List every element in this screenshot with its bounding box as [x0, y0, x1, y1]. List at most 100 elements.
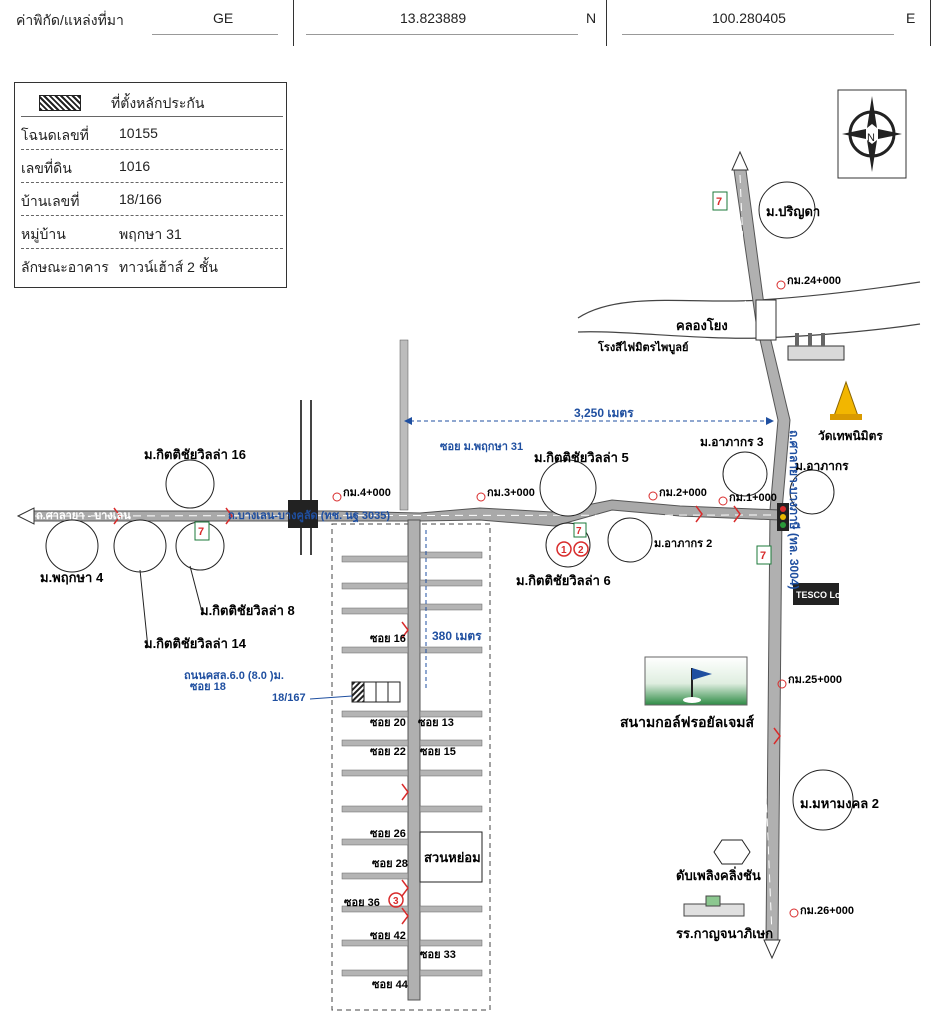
soi-entrance-label: ซอย ม.พฤกษา 31 — [440, 441, 523, 453]
village-label: ม.มหามงคล 2 — [800, 796, 879, 811]
canal-bridge — [755, 299, 777, 341]
km-marker: กม.1+000 — [729, 492, 777, 504]
km-marker-labels: กม.4+000 กม.3+000 กม.2+000 กม.1+000 กม.2… — [343, 275, 854, 917]
soi-label: ซอย 33 — [420, 949, 456, 961]
subject-house-label: 18/167 — [272, 692, 306, 704]
fire-station-icon — [713, 839, 751, 865]
legend-value: พฤกษา 31 — [119, 226, 182, 242]
temple-label: วัดเทพนิมิตร — [818, 429, 883, 443]
canal — [577, 281, 921, 339]
seven-eleven-icon: 7 — [756, 545, 772, 565]
latitude-direction: N — [586, 10, 597, 26]
west-arrow-icon — [16, 507, 35, 525]
village-label: ม.อาภากร 3 — [700, 435, 764, 449]
legend-row: บ้านเลขที่ 18/166 — [21, 184, 283, 216]
factory-icon — [787, 333, 845, 361]
seven-eleven-icon: 7 — [194, 521, 210, 541]
subject-property-icon — [351, 681, 365, 703]
legend-value: 10155 — [119, 125, 158, 141]
km-marker: กม.24+000 — [787, 275, 841, 287]
village-block — [331, 523, 491, 1011]
blue-labels: ซอย ม.พฤกษา 31 ถนนคสล.6.0 (8.0 )ม. ซอย 1… — [184, 441, 523, 704]
km-marker: กม.4+000 — [343, 487, 391, 499]
legend-key: ลักษณะอาคาร — [21, 259, 109, 275]
canal-label: คลองโยง — [676, 317, 728, 333]
fire-station-label: ดับเพลิงคลิ่งชัน — [676, 866, 761, 883]
map-labels: ม.ปริญดา คลองโยง โรงสีไฟมิตรไพบูลย์ วัดเ… — [40, 204, 883, 811]
village-label: ม.ปริญดา — [766, 204, 820, 220]
property-hatch-icon — [39, 95, 81, 111]
road-bangplam-label: ถ.บางเลน-บางคูลัด (ทช. นฐ 3035) — [228, 509, 390, 523]
school-icon — [683, 895, 745, 917]
legend-value: 18/166 — [119, 191, 162, 207]
legend-row: เลขที่ดิน 1016 — [21, 151, 283, 183]
soi-label: ซอย 20 — [370, 717, 406, 729]
soi-label: ซอย 36 — [344, 897, 380, 909]
coordinate-header: ค่าพิกัด/แหล่งที่มา GE 13.823889 N 100.2… — [0, 0, 950, 46]
golf-course-icon — [644, 656, 748, 706]
soi-labels: ซอย 16 ซอย 20 ซอย 13 ซอย 22 ซอย 15 ซอย 2… — [344, 633, 456, 991]
km-marker-icons — [332, 280, 799, 918]
tesco-label: TESCO Lotus — [796, 590, 854, 600]
temple-icon — [830, 380, 862, 420]
coordinate-source: GE — [213, 10, 234, 26]
legend-key: โฉนดเลขที่ — [21, 127, 89, 143]
bridge-marker — [288, 500, 318, 528]
park-label: สวนหย่อม — [424, 850, 481, 865]
soi-18-label: ซอย 18 — [190, 681, 226, 693]
km-marker: กม.26+000 — [800, 905, 854, 917]
park-box — [419, 831, 483, 883]
soi-label: ซอย 26 — [370, 828, 406, 840]
legend-value: ทาวน์เฮ้าส์ 2 ชั้น — [119, 259, 218, 275]
soi-lanes — [341, 551, 483, 977]
legend-key: หมู่บ้าน — [21, 226, 66, 242]
tesco-lotus-icon — [793, 583, 839, 605]
inner-road-label: ถนนคสล.6.0 (8.0 )ม. — [184, 670, 284, 682]
compass-letter: N — [867, 132, 875, 144]
school-label: รร.กาญจนาภิเษก — [676, 926, 773, 942]
soi-label: ซอย 16 — [370, 633, 406, 645]
distance-soi-label: 380 เมตร — [432, 629, 482, 643]
road-break-marks — [113, 505, 781, 925]
road-km4-label: ถ.ศาลายา - บางเลน — [36, 510, 131, 522]
legend-row: หมู่บ้าน พฤกษา 31 — [21, 217, 283, 249]
village-circles — [45, 181, 854, 831]
legend-value: 1016 — [119, 158, 151, 174]
distance-top-label: 3,250 เมตร — [574, 406, 634, 420]
village-main-soi — [407, 519, 421, 1001]
numbered-markers — [388, 541, 589, 908]
legend-pin-label: ที่ตั้งหลักประกัน — [111, 95, 205, 111]
soi-label: ซอย 42 — [370, 930, 406, 942]
km-marker: กม.25+000 — [788, 674, 842, 686]
marker-number: 3 — [393, 896, 399, 907]
legend-row: ลักษณะอาคาร ทาวน์เฮ้าส์ 2 ชั้น — [21, 250, 283, 281]
svg-text:7: 7 — [198, 526, 204, 538]
coordinate-label: ค่าพิกัด/แหล่งที่มา — [16, 12, 124, 28]
village-label: ม.กิตติชัยวิลล่า 6 — [516, 573, 611, 588]
north-arrow-icon — [731, 150, 749, 171]
legend-pin-row: ที่ตั้งหลักประกัน — [21, 85, 283, 117]
property-legend: ที่ตั้งหลักประกัน โฉนดเลขที่ 10155 เลขที… — [14, 82, 287, 288]
soi-label: ซอย 44 — [372, 979, 409, 991]
legend-row: โฉนดเลขที่ 10155 — [21, 118, 283, 150]
svg-text:7: 7 — [760, 550, 766, 562]
village-label: ม.กิตติชัยวิลล่า 14 — [144, 636, 247, 651]
compass-icon: N — [837, 89, 907, 179]
seven-eleven-icon: 7 — [573, 522, 587, 538]
soi-label: ซอย 22 — [370, 746, 406, 758]
marker-number: 2 — [578, 545, 584, 556]
km-marker: กม.3+000 — [487, 487, 535, 499]
village-label: ม.พฤกษา 4 — [40, 570, 104, 585]
main-road-label: ถ.ศาลายา-บางภาษี (ทล. 3004) — [787, 430, 801, 590]
marker-number: 1 — [561, 545, 567, 556]
svg-text:7: 7 — [576, 526, 582, 537]
village-label: ม.กิตติชัยวิลล่า 8 — [200, 603, 295, 618]
latitude-value: 13.823889 — [400, 10, 467, 26]
longitude-direction: E — [906, 10, 916, 26]
longitude-value: 100.280405 — [712, 10, 786, 26]
legend-key: บ้านเลขที่ — [21, 193, 80, 209]
soi-label: ซอย 15 — [420, 746, 456, 758]
svg-text:7: 7 — [716, 196, 722, 208]
south-arrow-icon — [763, 939, 781, 960]
